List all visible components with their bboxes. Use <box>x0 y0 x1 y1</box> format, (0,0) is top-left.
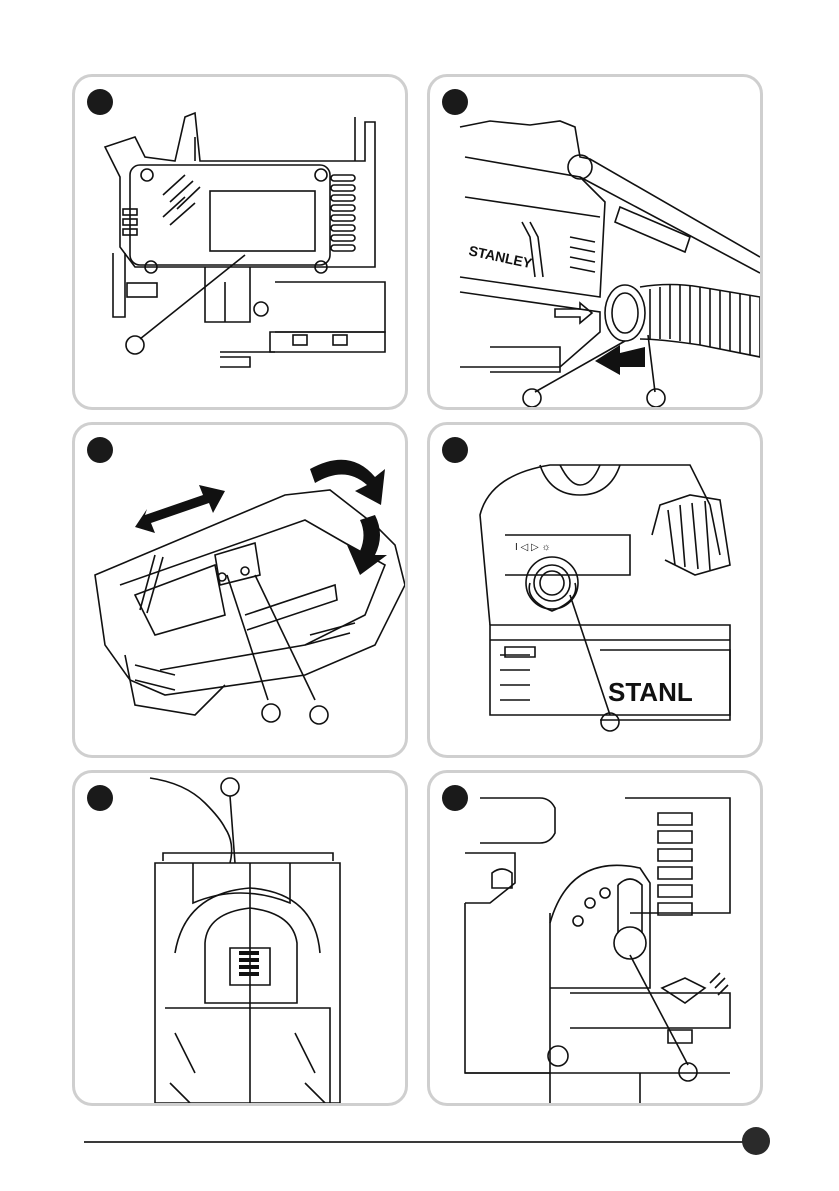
orbital-dial-illustration: I ◁ ▷ ☼ STANL <box>430 425 763 758</box>
page-number-marker <box>742 1127 770 1155</box>
figure-1-panel <box>72 74 408 410</box>
blade-clamp-illustration <box>75 425 408 758</box>
figure-4-panel: I ◁ ▷ ☼ STANL <box>427 422 763 758</box>
speed-dial-illustration <box>430 773 763 1106</box>
svg-text:I ◁ ▷ ☼: I ◁ ▷ ☼ <box>515 542 551 553</box>
footplate-screws-illustration <box>75 77 408 410</box>
brand-label: STANL <box>608 677 693 707</box>
figure-6-panel <box>427 770 763 1106</box>
dust-extraction-hose-illustration: STANLEY <box>430 77 763 410</box>
cutting-line-illustration <box>75 773 408 1106</box>
figure-5-panel <box>72 770 408 1106</box>
footer-rule <box>84 1141 746 1143</box>
figure-3-panel <box>72 422 408 758</box>
brand-label: STANLEY <box>467 242 534 271</box>
figure-2-panel: STANLEY <box>427 74 763 410</box>
